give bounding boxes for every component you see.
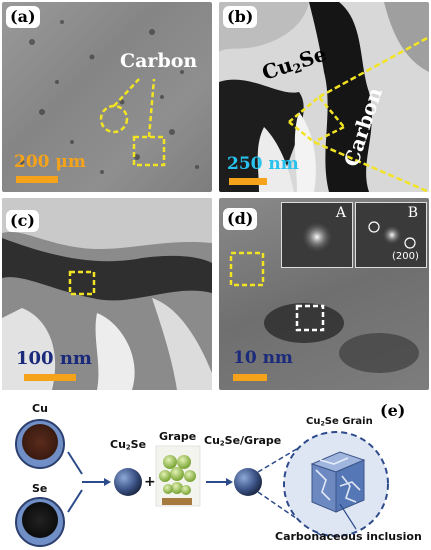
- panel-e-schematic: (e) Cu Se Cu2Se + Grape Cu2Se/Grape Cu2S…: [0, 394, 431, 550]
- inset-a-diffraction: [301, 221, 333, 253]
- panel-d-scale-label: 10 nm: [233, 348, 293, 368]
- inset-b-diffraction: [368, 221, 416, 249]
- label-cu2se: Cu2Se: [110, 438, 146, 452]
- label-cu2se-grain: Cu2Se Grain: [306, 416, 373, 428]
- panel-b-overlay: [219, 2, 429, 192]
- label-grain-tail: Se Grain: [324, 416, 373, 427]
- panel-a-scale-bar: [16, 176, 58, 183]
- label-cu2se-grape: Cu2Se/Grape: [204, 434, 281, 448]
- panel-c-scale-label: 100 nm: [16, 348, 92, 369]
- plus-sign: +: [144, 474, 156, 490]
- panel-c-overlay: [2, 198, 212, 390]
- panel-d-overlay: [229, 251, 419, 373]
- panel-b-label: (b): [223, 6, 258, 28]
- panel-e-label: (e): [380, 401, 406, 420]
- inset-b-miller-index: (200): [392, 251, 419, 262]
- panel-d-fft-inset-a: A: [281, 202, 353, 268]
- panel-a-carbon-annotation: Carbon: [120, 50, 198, 72]
- label-se: Se: [32, 482, 48, 495]
- label-carbonaceous-inclusion: Carbonaceous inclusion: [275, 530, 422, 543]
- panel-c-label: (c): [6, 210, 39, 232]
- inset-a-label: A: [335, 205, 346, 221]
- label-mix-tail: Se/Grape: [224, 434, 282, 447]
- label-grape: Grape: [159, 430, 197, 443]
- panel-d-scale-bar: [233, 374, 267, 381]
- label-mix-sub: 2: [219, 439, 225, 448]
- panel-d-fft-inset-b: B (200): [355, 202, 427, 268]
- label-cu2se-sub: 2: [125, 443, 131, 452]
- inset-b-label: B: [407, 205, 418, 221]
- panel-c-tem-image: (c) 100 nm: [2, 198, 212, 390]
- label-grain-main: Cu: [306, 416, 321, 427]
- panel-d-hrtem-image: A B (200) (d) 10 nm: [219, 198, 429, 390]
- panel-b-scale-bar: [229, 178, 267, 185]
- label-cu2se-tail: Se: [130, 438, 147, 451]
- panel-b-tem-image: (b) Cu2Se Carbon 250 nm: [219, 2, 429, 192]
- panel-d-label: (d): [223, 208, 258, 230]
- panel-c-scale-bar: [24, 374, 76, 381]
- panel-e-drawing: [15, 419, 389, 547]
- panel-a-label: (a): [6, 6, 40, 28]
- panel-a-sem-image: (a) Carbon 200 μm: [2, 2, 212, 192]
- label-cu: Cu: [32, 402, 48, 415]
- panel-b-scale-label: 250 nm: [227, 154, 299, 174]
- label-grain-sub: 2: [320, 420, 325, 428]
- label-mix-main: Cu: [204, 434, 220, 447]
- panel-a-overlay: [19, 20, 199, 174]
- panel-a-scale-label: 200 μm: [14, 152, 86, 172]
- label-cu2se-main: Cu: [110, 438, 126, 451]
